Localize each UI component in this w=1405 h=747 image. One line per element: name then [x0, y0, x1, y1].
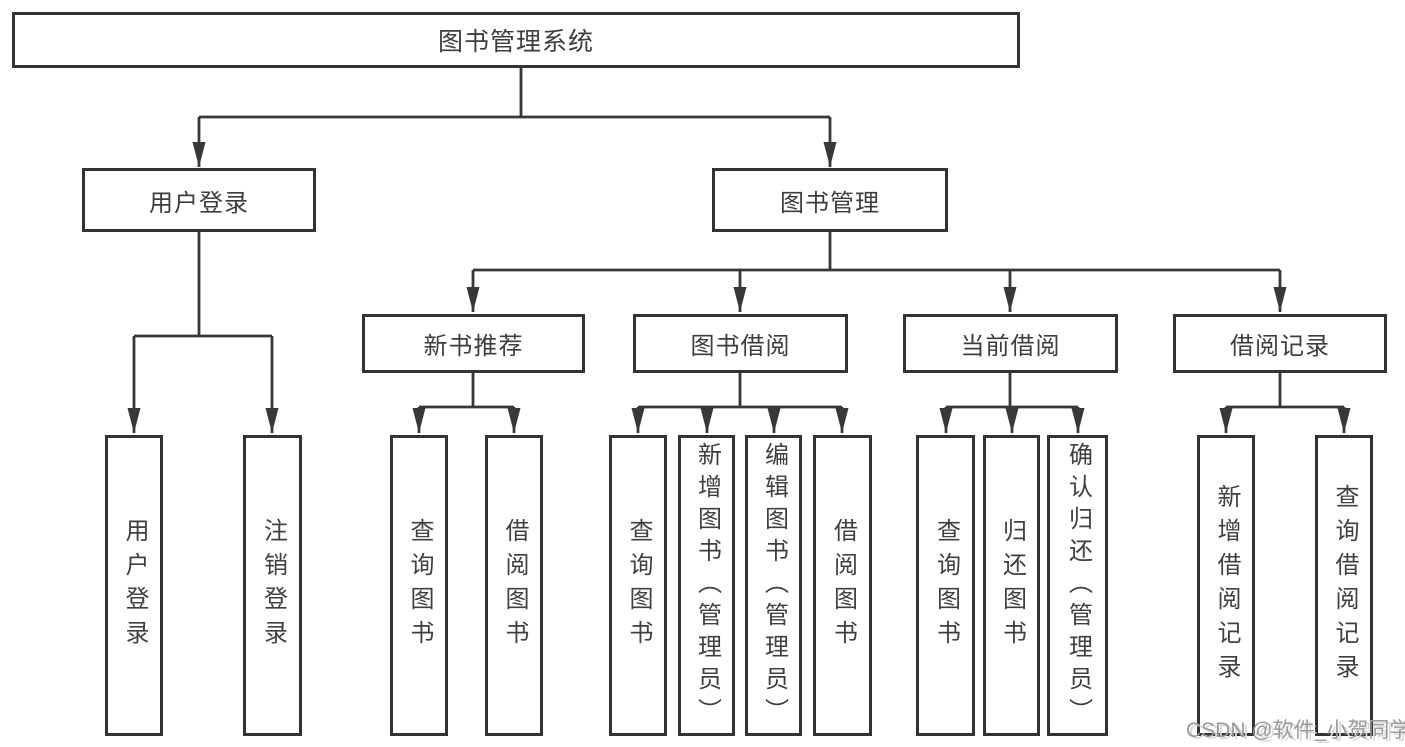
node-book-borrow-label: 图书借阅: [690, 333, 791, 360]
leaf-records-query-label: 查询借阅记录: [1331, 483, 1358, 688]
leaf-current-query-label: 查询图书: [932, 517, 960, 654]
watermark: CSDN @软件_小贺同学: [1186, 719, 1405, 742]
leaf-records-add-label: 新增借阅记录: [1213, 483, 1240, 688]
node-book-management: 图书管理: [712, 168, 948, 232]
connector-new-books-to-leaves: [412, 373, 521, 433]
leaf-records-query: 查询借阅记录: [1315, 435, 1373, 736]
leaf-borrow-add: 新增图书（管理员）: [678, 435, 735, 736]
leaf-newbooks-borrow: 借阅图书: [485, 435, 543, 736]
leaf-borrow-borrow-label: 借阅图书: [829, 517, 857, 654]
leaf-user-login-label: 用户登录: [121, 517, 148, 654]
node-new-books: 新书推荐: [362, 314, 585, 373]
connector-borrow-records-to-leaves: [1219, 373, 1351, 433]
node-book-borrow: 图书借阅: [633, 314, 848, 373]
node-current-borrow: 当前借阅: [903, 314, 1118, 373]
leaf-borrow-edit: 编辑图书（管理员）: [745, 435, 802, 736]
node-borrow-records: 借阅记录: [1173, 314, 1387, 373]
leaf-records-add: 新增借阅记录: [1197, 435, 1255, 736]
connector-book-borrow-to-leaves: [631, 373, 849, 433]
leaf-newbooks-query: 查询图书: [390, 435, 448, 736]
leaf-current-confirm-label: 确认归还（管理员）: [1064, 441, 1092, 730]
leaf-borrow-edit-label: 编辑图书（管理员）: [760, 441, 788, 730]
leaf-borrow-borrow: 借阅图书: [813, 435, 872, 736]
node-current-borrow-label: 当前借阅: [960, 333, 1061, 360]
node-new-books-label: 新书推荐: [423, 333, 524, 360]
leaf-current-confirm: 确认归还（管理员）: [1047, 435, 1108, 736]
leaf-user-login: 用户登录: [105, 435, 163, 736]
connector-user-login-to-leaves: [127, 232, 279, 433]
leaf-borrow-add-label: 新增图书（管理员）: [693, 441, 721, 730]
leaf-logout-label: 注销登录: [259, 517, 287, 654]
node-borrow-records-label: 借阅记录: [1230, 333, 1330, 360]
node-user-login-label: 用户登录: [149, 189, 249, 217]
connector-root-to-level2: [192, 68, 837, 167]
leaf-current-return: 归还图书: [983, 435, 1040, 736]
leaf-newbooks-borrow-label: 借阅图书: [501, 517, 528, 654]
connector-book-mgmt-to-sections: [466, 232, 1287, 312]
leaf-borrow-query-label: 查询图书: [625, 517, 652, 654]
leaf-borrow-query: 查询图书: [609, 435, 667, 736]
node-root: 图书管理系统: [12, 12, 1020, 68]
leaf-current-return-label: 归还图书: [998, 517, 1026, 654]
leaf-logout: 注销登录: [243, 435, 302, 736]
node-book-management-label: 图书管理: [780, 189, 880, 217]
leaf-newbooks-query-label: 查询图书: [406, 517, 433, 654]
node-root-label: 图书管理系统: [437, 28, 594, 56]
leaf-current-query: 查询图书: [916, 435, 975, 736]
node-user-login: 用户登录: [82, 168, 316, 232]
connector-current-borrow-to-leaves: [939, 373, 1085, 433]
